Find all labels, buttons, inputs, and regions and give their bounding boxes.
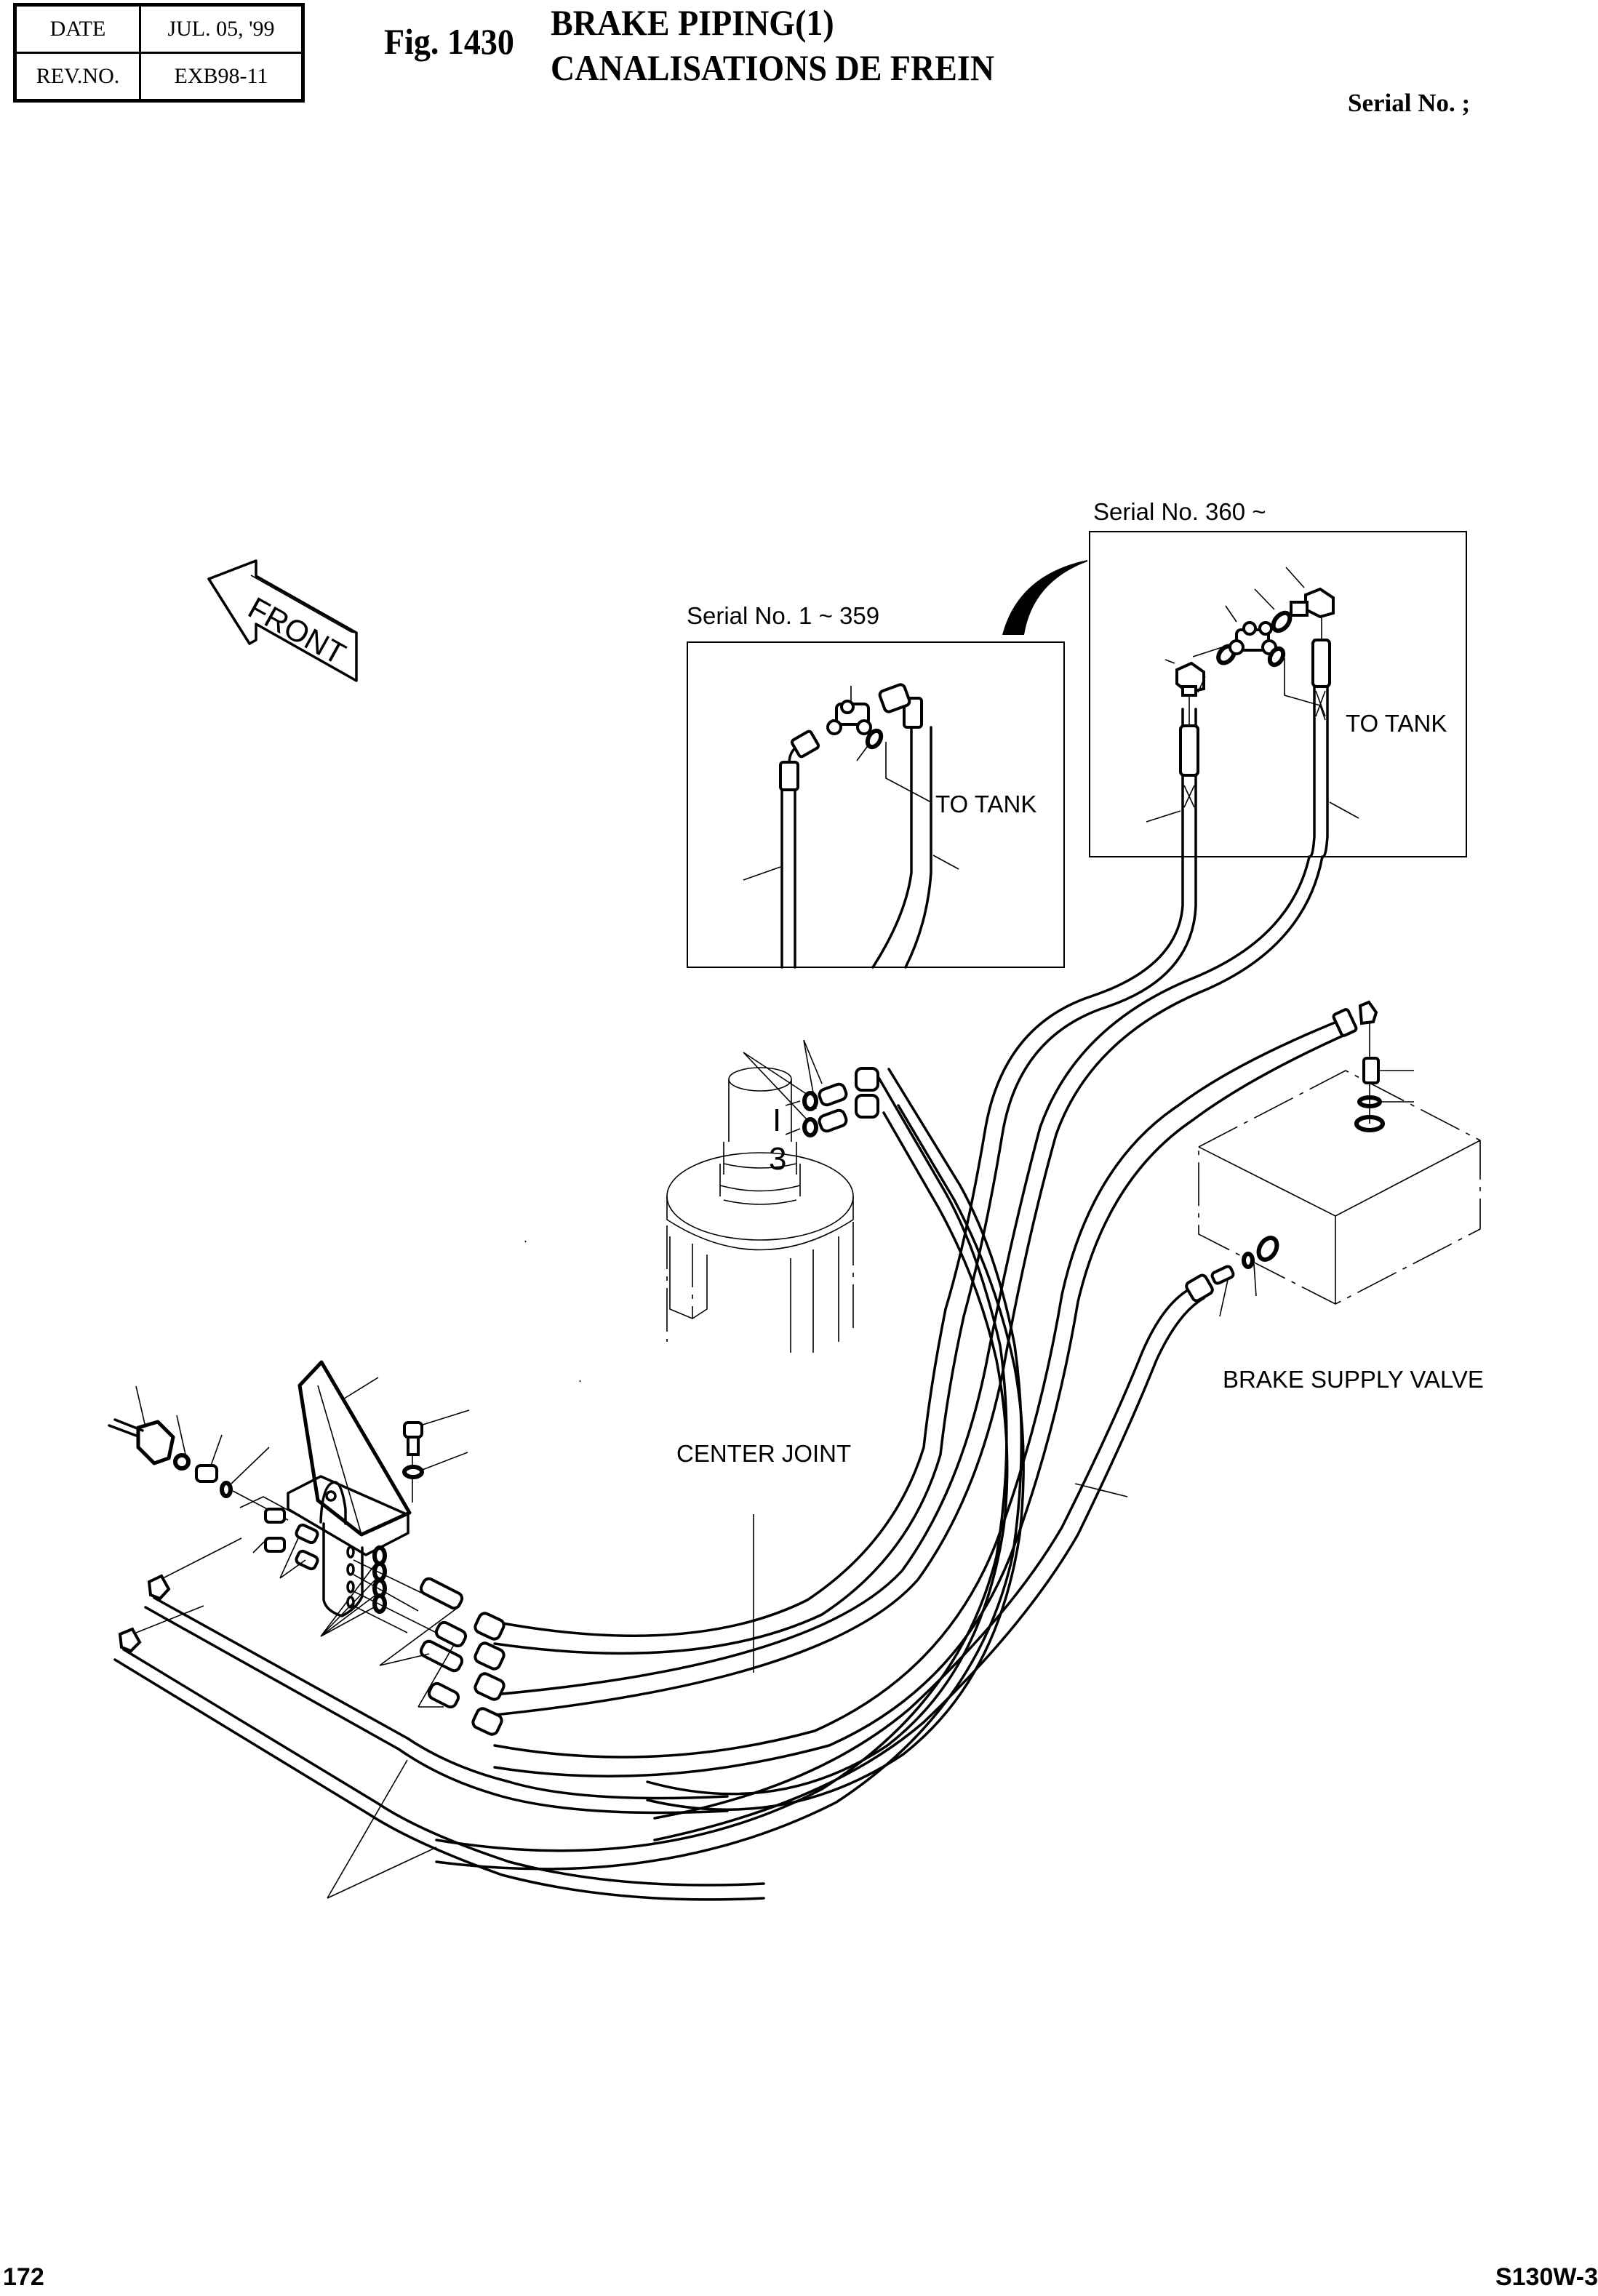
valve-body xyxy=(322,1522,364,1617)
hose-nut xyxy=(1185,1273,1214,1303)
bolt-head xyxy=(403,1421,423,1439)
to-tank-callout-right: TO TANK xyxy=(1346,710,1447,737)
inset-right-frame xyxy=(1089,531,1467,857)
hose-end-fitting xyxy=(1332,1008,1358,1037)
o-ring xyxy=(372,1545,387,1566)
o-ring xyxy=(1256,1236,1279,1262)
o-ring xyxy=(220,1481,233,1498)
pipe xyxy=(113,1648,765,1901)
adapter xyxy=(1210,1265,1235,1285)
pipe-elbow xyxy=(118,1627,142,1653)
elbow-fitting xyxy=(1304,587,1335,619)
pedal xyxy=(297,1360,412,1537)
center-joint-fittings xyxy=(743,1039,879,1137)
hose-nut xyxy=(474,1641,506,1671)
pipe-end-fitting xyxy=(779,761,799,791)
o-ring xyxy=(865,728,884,750)
adapter xyxy=(295,1523,319,1545)
inset-serial-1-359: Serial No. 1 ~ 359 TO TANK xyxy=(687,602,1065,969)
center-joint: I 3 CENTER JOINT xyxy=(666,1067,854,1673)
elbow-fitting xyxy=(1358,1000,1378,1025)
long-brake-pipes xyxy=(113,1537,765,1901)
page-title-french: CANALISATIONS DE FREIN xyxy=(551,47,995,88)
adapter xyxy=(195,1464,218,1483)
elbow-fitting xyxy=(264,1508,286,1524)
o-ring xyxy=(1242,1252,1255,1269)
adapter xyxy=(419,1577,464,1610)
date-label: DATE xyxy=(14,4,141,54)
port-label-3: 3 xyxy=(769,1141,786,1177)
adapter xyxy=(427,1681,460,1709)
inset-left-frame xyxy=(687,641,1065,968)
washer xyxy=(173,1453,191,1471)
hose-nut xyxy=(855,1094,879,1119)
hose-nut xyxy=(474,1672,506,1701)
revision-info-table: DATE JUL. 05, '99 REV.NO. EXB98-11 xyxy=(13,3,305,103)
date-value: JUL. 05, '99 xyxy=(139,4,304,54)
washer xyxy=(402,1465,424,1479)
front-label: FRONT xyxy=(243,591,351,671)
tee-fitting xyxy=(1229,621,1277,655)
hose-nut xyxy=(474,1612,506,1641)
hose-nut xyxy=(855,1067,879,1092)
pipe xyxy=(144,1596,729,1815)
adapter xyxy=(818,1108,848,1133)
pedal-bracket xyxy=(287,1475,410,1556)
tee-fitting xyxy=(826,700,872,735)
port-label-1: I xyxy=(772,1103,781,1138)
bolt-shank xyxy=(407,1436,420,1456)
adapter xyxy=(1362,1057,1380,1084)
inset-right-caption: Serial No. 360 ~ xyxy=(1093,498,1266,525)
figure-number: Fig. 1430 xyxy=(384,21,514,62)
model-number: S130W-3 xyxy=(1495,2263,1598,2291)
page-number: 172 xyxy=(3,2263,44,2291)
adapter xyxy=(419,1639,464,1673)
o-ring xyxy=(802,1117,818,1137)
center-joint-label: CENTER JOINT xyxy=(676,1440,851,1467)
pipe xyxy=(871,726,932,969)
inset-connector-swoosh xyxy=(1002,560,1087,635)
o-ring xyxy=(372,1593,387,1614)
front-direction-arrow: FRONT xyxy=(207,559,358,682)
inset-left-caption: Serial No. 1 ~ 359 xyxy=(687,602,879,629)
o-ring xyxy=(1267,646,1286,668)
brake-supply-valve-label: BRAKE SUPPLY VALVE xyxy=(1223,1366,1484,1393)
elbow-nut xyxy=(790,729,820,759)
o-ring xyxy=(802,1091,818,1111)
adapter xyxy=(434,1620,468,1648)
brake-pedal-assembly xyxy=(108,1360,506,1736)
to-tank-callout-left: TO TANK xyxy=(935,791,1036,817)
page-title-english: BRAKE PIPING(1) xyxy=(551,2,834,43)
serial-number-note: Serial No. ; xyxy=(1348,89,1471,117)
inset-serial-360-up: Serial No. 360 ~ TO TANK xyxy=(1089,498,1467,858)
o-ring xyxy=(372,1561,387,1582)
adapter xyxy=(818,1082,848,1107)
hose-nut xyxy=(471,1707,503,1736)
o-ring xyxy=(1271,610,1293,633)
brake-supply-valve: BRAKE SUPPLY VALVE xyxy=(1198,1023,1484,1393)
revision-label: REV.NO. xyxy=(14,52,141,102)
elbow-nut xyxy=(878,683,911,713)
pressure-switch xyxy=(136,1420,175,1465)
adapter xyxy=(295,1549,319,1571)
elbow-fitting xyxy=(264,1537,286,1553)
pipe-elbow xyxy=(147,1574,171,1601)
revision-value: EXB98-11 xyxy=(139,52,304,102)
hose-bundle xyxy=(435,855,1378,1871)
pipe xyxy=(780,788,796,969)
